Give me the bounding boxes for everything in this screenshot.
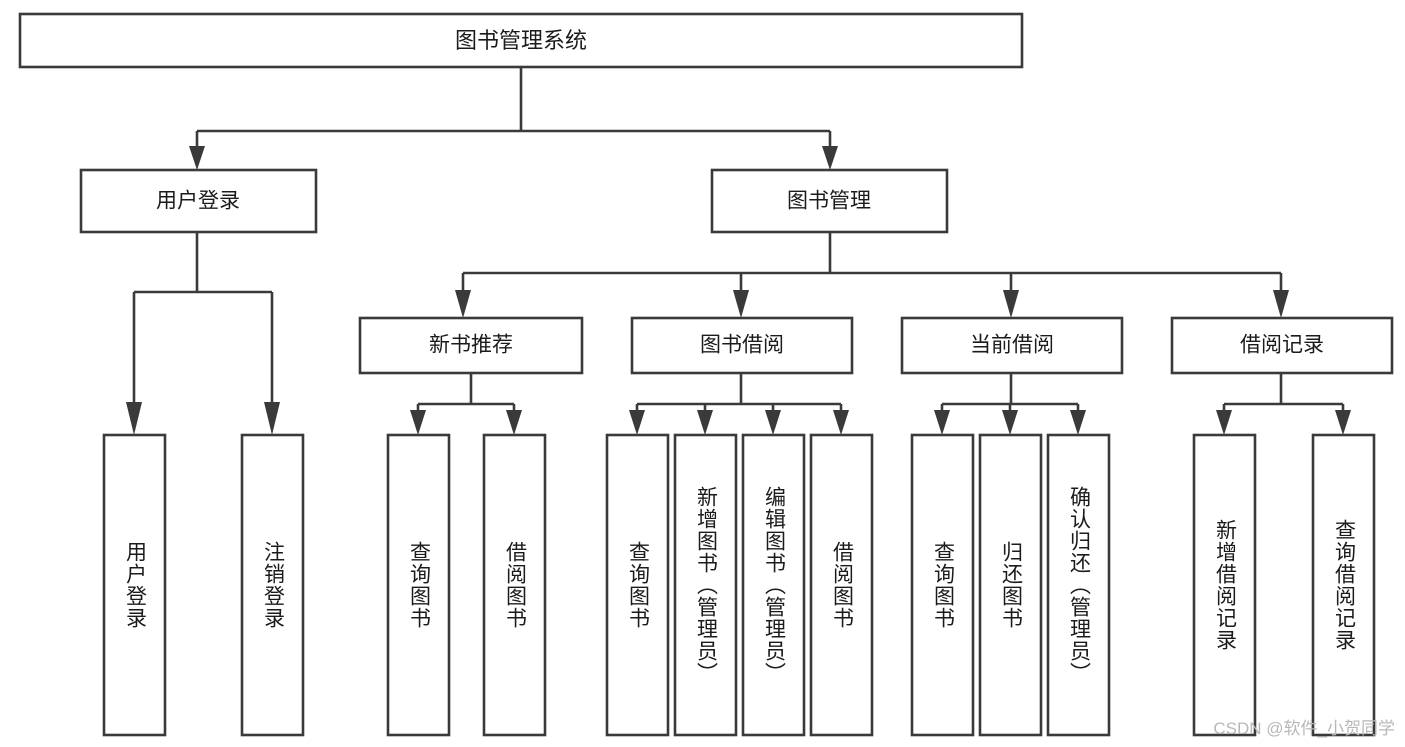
arrow-head-to-borrow-records: [1273, 290, 1289, 318]
node-user-login-box: [79, 168, 318, 234]
leaf-borrow-edit-book-label: 编辑图书（管理员）: [762, 486, 786, 684]
node-book-borrow-label: 图书借阅: [700, 334, 784, 357]
leaf-current-confirm-return[interactable]: 确认归还（管理员）: [1046, 433, 1111, 737]
node-book-management[interactable]: 图书管理: [710, 168, 949, 234]
node-user-login-label: 用户登录: [156, 190, 240, 213]
leaf-borrow-query-book-label: 查询图书: [626, 541, 650, 629]
leaf-records-query-record-box: [1311, 433, 1376, 737]
leaf-new-book-borrow-label: 借阅图书: [503, 541, 527, 629]
node-current-borrow[interactable]: 当前借阅: [900, 316, 1124, 375]
leaf-borrow-add-book-label: 新增图书（管理员）: [694, 486, 718, 684]
arrow-head-to-user-login: [189, 146, 205, 170]
leaf-records-add-record-box: [1192, 433, 1257, 737]
leaf-current-query-book-box: [910, 433, 975, 737]
node-root-book-management-system[interactable]: 图书管理系统: [18, 12, 1024, 69]
leaf-user-login-signin-box: [102, 433, 167, 737]
leaf-borrow-query-book-box: [605, 433, 670, 737]
leaf-current-confirm-return-box: [1046, 433, 1111, 737]
arrow-head-currentborrow-leaf-2: [1002, 410, 1018, 435]
csdn-watermark: CSDN @软件_小贺同学: [1213, 719, 1395, 738]
arrow-head-currentborrow-leaf-3: [1070, 410, 1086, 435]
leaf-records-add-record-label: 新增借阅记录: [1213, 519, 1237, 651]
leaf-borrow-edit-book[interactable]: 编辑图书（管理员）: [741, 433, 806, 737]
node-borrow-records[interactable]: 借阅记录: [1170, 316, 1394, 375]
leaf-current-return-book[interactable]: 归还图书: [978, 433, 1043, 737]
leaf-borrow-add-book[interactable]: 新增图书（管理员）: [673, 433, 738, 737]
leaf-borrow-edit-book-box: [741, 433, 806, 737]
leaf-borrow-borrow-book-label: 借阅图书: [830, 541, 854, 629]
arrow-head-to-book-manage: [822, 146, 838, 170]
leaf-new-book-query[interactable]: 查询图书: [386, 433, 451, 737]
leaf-current-query-book-label: 查询图书: [931, 541, 955, 629]
arrow-head-records-leaf-2: [1335, 410, 1351, 435]
node-root-box: [18, 12, 1024, 69]
arrow-head-to-current-borrow: [1003, 290, 1019, 318]
connectors-group: [126, 67, 1351, 435]
node-book-borrow[interactable]: 图书借阅: [630, 316, 854, 375]
leaf-new-book-borrow-box: [482, 433, 547, 737]
arrow-head-currentborrow-leaf-1: [934, 410, 950, 435]
leaf-current-return-book-label: 归还图书: [999, 541, 1023, 629]
node-borrow-records-label: 借阅记录: [1240, 334, 1324, 357]
arrow-head-bookborrow-leaf-4: [833, 410, 849, 435]
leaf-records-add-record[interactable]: 新增借阅记录: [1192, 433, 1257, 737]
leaf-current-query-book[interactable]: 查询图书: [910, 433, 975, 737]
leaf-user-login-signout[interactable]: 注销登录: [240, 433, 305, 737]
leaf-user-login-signin-label: 用户登录: [123, 541, 147, 629]
node-user-login[interactable]: 用户登录: [79, 168, 318, 234]
leaf-borrow-add-book-box: [673, 433, 738, 737]
node-book-borrow-box: [630, 316, 854, 375]
leaf-records-query-record-label: 查询借阅记录: [1332, 519, 1356, 651]
node-borrow-records-box: [1170, 316, 1394, 375]
arrow-head-to-book-borrow: [733, 290, 749, 318]
leaf-current-return-book-box: [978, 433, 1043, 737]
node-new-book-recommend-label: 新书推荐: [429, 334, 513, 357]
arrow-head-bookborrow-leaf-3: [765, 410, 781, 435]
leaf-borrow-borrow-book-box: [809, 433, 874, 737]
arrow-head-to-new-book: [455, 290, 471, 318]
leaf-borrow-borrow-book[interactable]: 借阅图书: [809, 433, 874, 737]
arrow-head-records-leaf-1: [1216, 410, 1232, 435]
leaf-new-book-query-box: [386, 433, 451, 737]
leaf-new-book-borrow[interactable]: 借阅图书: [482, 433, 547, 737]
arrow-head-newbook-leaf-2: [506, 410, 522, 435]
leaf-new-book-query-label: 查询图书: [407, 541, 431, 629]
leaf-user-login-signout-label: 注销登录: [261, 541, 285, 629]
arrow-head-bookborrow-leaf-2: [697, 410, 713, 435]
node-root-label: 图书管理系统: [455, 28, 587, 53]
node-book-management-label: 图书管理: [787, 190, 871, 213]
node-book-management-box: [710, 168, 949, 234]
leaf-records-query-record[interactable]: 查询借阅记录: [1311, 433, 1376, 737]
leaf-current-confirm-return-label: 确认归还（管理员）: [1067, 486, 1091, 684]
arrow-head-userlogin-leaf-2: [264, 402, 280, 435]
node-current-borrow-box: [900, 316, 1124, 375]
node-new-book-recommend-box: [358, 316, 584, 375]
arrow-head-userlogin-leaf-1: [126, 402, 142, 435]
node-current-borrow-label: 当前借阅: [970, 334, 1054, 357]
leaf-borrow-query-book[interactable]: 查询图书: [605, 433, 670, 737]
leaf-user-login-signin[interactable]: 用户登录: [102, 433, 167, 737]
leaf-user-login-signout-box: [240, 433, 305, 737]
node-new-book-recommend[interactable]: 新书推荐: [358, 316, 584, 375]
arrow-head-newbook-leaf-1: [410, 410, 426, 435]
arrow-head-bookborrow-leaf-1: [629, 410, 645, 435]
